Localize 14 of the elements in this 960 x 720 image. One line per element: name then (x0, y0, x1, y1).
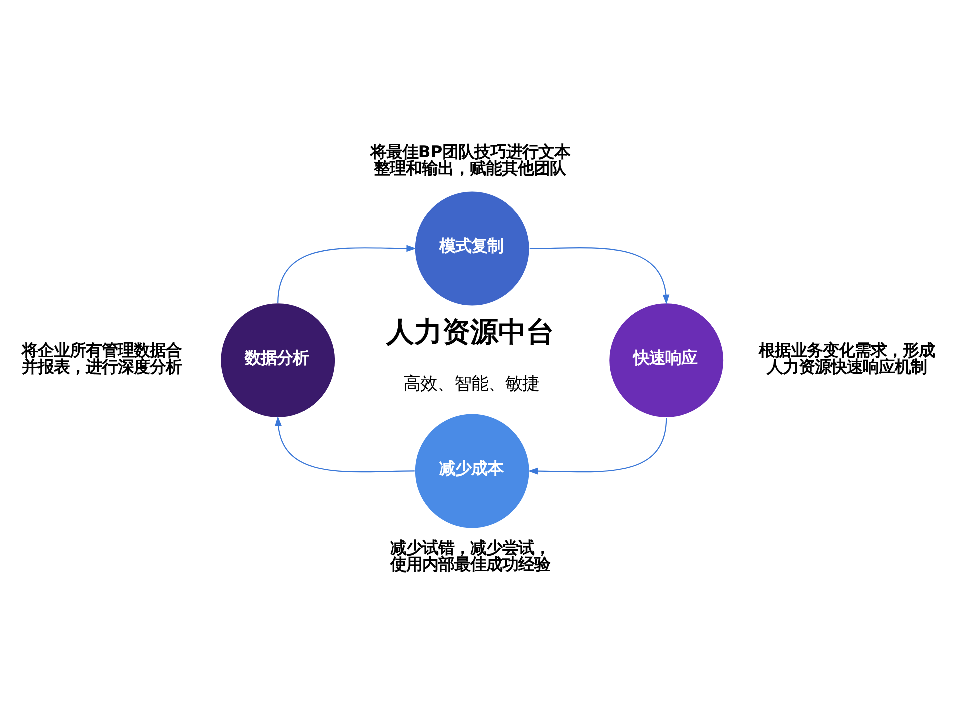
node-circle: 数据分析 (220, 304, 335, 418)
node-circle: 快速响应 (609, 304, 724, 418)
node-circle: 模式复制 (414, 192, 529, 306)
label: 人力资源中台 (386, 315, 554, 348)
arrow (528, 418, 667, 475)
arrow (529, 248, 670, 305)
node-label: 将企业所有管理数据合并报表，进行深度分析 (22, 341, 182, 376)
node-label: 减少试错，减少尝试，使用内部最佳成功经验 (390, 538, 550, 574)
arrow (277, 245, 416, 304)
label: 高效、智能、敏捷 (402, 374, 539, 395)
node-circle: 减少成本 (414, 414, 529, 528)
node-label: 根据业务变化需求，形成人力资源快速响应机制 (758, 341, 934, 376)
node-label: 将最佳BP团队技巧进行文本整理和输出，赋能其他团队 (370, 142, 570, 178)
arrow (274, 416, 414, 473)
